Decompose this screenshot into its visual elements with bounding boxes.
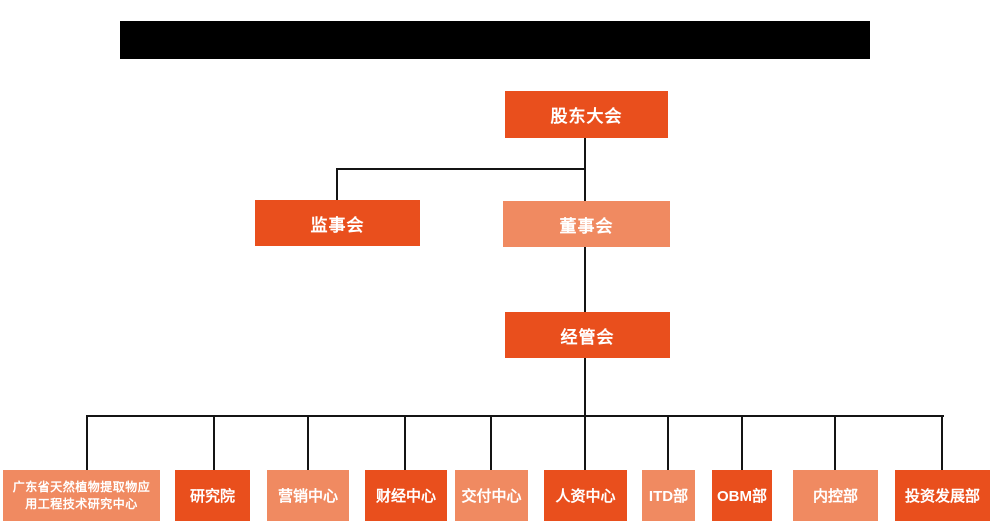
connector-line	[667, 415, 669, 470]
org-node-delivery-center: 交付中心	[455, 470, 528, 521]
org-node-label: 广东省天然植物提取物应用工程技术研究中心	[12, 480, 151, 511]
connector-line	[584, 247, 586, 312]
org-node-itd-department: ITD部	[642, 470, 695, 521]
org-node-label: 股东大会	[550, 107, 623, 126]
org-node-board-of-directors: 董事会	[503, 201, 670, 247]
redacted-title-bar	[120, 21, 870, 59]
org-node-finance-center: 财经中心	[365, 470, 447, 521]
connector-line	[86, 415, 88, 470]
connector-line	[584, 358, 586, 416]
connector-line	[584, 415, 586, 470]
org-node-supervisory-board: 监事会	[255, 200, 420, 246]
org-node-label: 经管会	[560, 327, 615, 347]
org-node-obm-department: OBM部	[712, 470, 772, 521]
connector-line	[336, 168, 586, 170]
connector-line	[213, 415, 215, 470]
org-node-label: 投资发展部	[904, 488, 980, 505]
org-node-label: 监事会	[310, 215, 365, 235]
org-node-marketing-center: 营销中心	[267, 470, 349, 521]
org-node-hr-center: 人资中心	[544, 470, 627, 521]
org-node-management-committee: 经管会	[505, 312, 670, 358]
org-node-research-center: 广东省天然植物提取物应用工程技术研究中心	[3, 470, 160, 521]
org-node-shareholders-meeting: 股东大会	[505, 91, 668, 138]
connector-line	[404, 415, 406, 470]
org-node-label: 人资中心	[555, 488, 616, 505]
org-node-research-institute: 研究院	[175, 470, 250, 521]
org-node-label: 营销中心	[277, 488, 338, 505]
connector-line	[307, 415, 309, 470]
connector-line	[741, 415, 743, 470]
connector-line	[86, 415, 944, 417]
org-node-label: 内控部	[812, 488, 858, 505]
org-node-label: 研究院	[189, 488, 235, 505]
org-node-internal-control-department: 内控部	[793, 470, 878, 521]
connector-line	[834, 415, 836, 470]
connector-line	[941, 415, 943, 470]
org-node-label: 交付中心	[461, 488, 522, 505]
org-node-investment-development-department: 投资发展部	[895, 470, 990, 521]
org-node-label: ITD部	[648, 488, 689, 505]
org-node-label: 财经中心	[375, 488, 436, 505]
connector-line	[336, 168, 338, 200]
org-node-label: OBM部	[717, 488, 767, 505]
org-node-label: 董事会	[559, 216, 614, 236]
connector-line	[490, 415, 492, 470]
